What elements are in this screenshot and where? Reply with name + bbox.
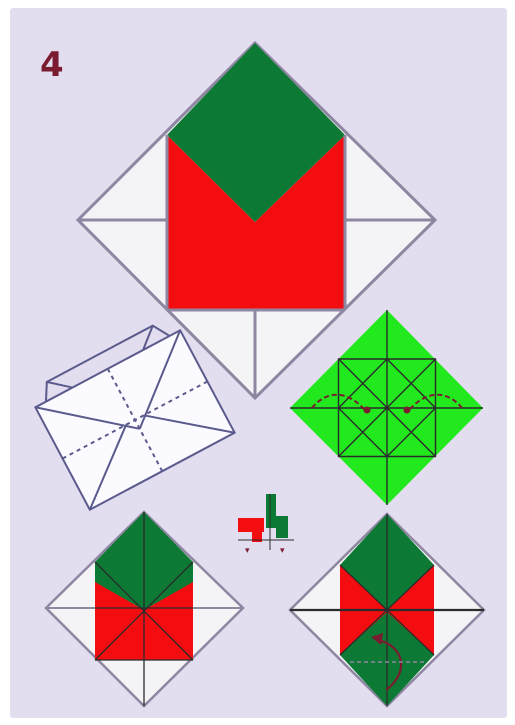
svg-text:▾: ▾ bbox=[280, 546, 285, 556]
svg-text:▾: ▾ bbox=[245, 546, 250, 556]
bottom-right-fold-diagram bbox=[290, 514, 484, 706]
green-diamond-crease-grid bbox=[290, 310, 483, 505]
color-change-arrow-icon: ▾ ▾ bbox=[238, 494, 294, 556]
green-precrease-diamond bbox=[290, 310, 483, 505]
bottom-left-fold-diagram bbox=[46, 512, 243, 706]
